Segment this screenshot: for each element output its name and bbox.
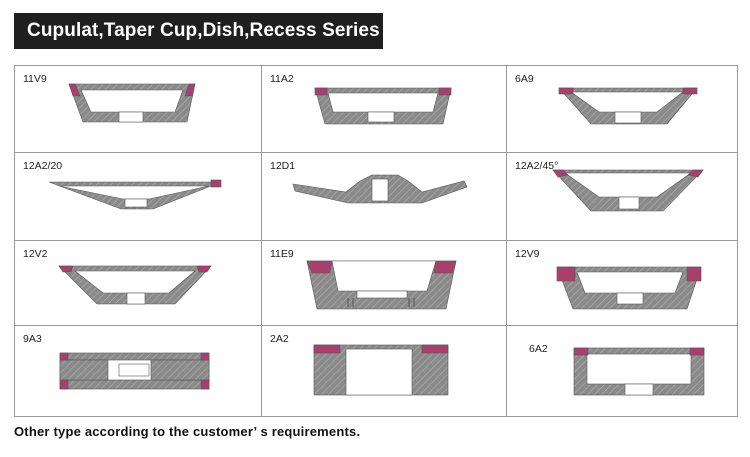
wheel-cross-section [59, 352, 210, 390]
wheel-type-cell: 12A2/45° [507, 153, 739, 240]
abrasive-rim [682, 87, 698, 95]
wheel-bore [118, 363, 150, 377]
abrasive-rim [552, 169, 569, 178]
wheel-bore [624, 383, 654, 396]
wheel-body [59, 359, 109, 381]
wheel-bore [371, 178, 389, 202]
wheel-body [150, 359, 210, 381]
wheel-cross-section [68, 83, 196, 123]
abrasive-rim [421, 344, 449, 354]
wheel-type-cell: 12D1 [262, 153, 506, 240]
wheel-type-cell: 9A3 [15, 326, 261, 416]
wheel-type-cell: 11A2 [262, 66, 506, 152]
abrasive-rim [314, 87, 328, 96]
wheel-cross-section [306, 260, 457, 310]
wheel-type-grid: 11V9 11A2 6A9 12A2/20 12D1 12A2/45° 12V2 11E9 12… [14, 65, 738, 417]
wheel-bore [356, 290, 408, 299]
abrasive-rim [210, 179, 222, 188]
abrasive-rim [196, 265, 212, 273]
wheel-type-label: 6A9 [515, 73, 534, 85]
wheel-cup-recess [331, 260, 437, 292]
wheel-type-label: 12A2/20 [23, 160, 63, 172]
abrasive-rim [68, 83, 81, 97]
wheel-type-cell: 12A2/20 [15, 153, 261, 240]
abrasive-rim [433, 260, 457, 274]
abrasive-rim [59, 352, 69, 361]
abrasive-rim [58, 265, 74, 273]
grid-divider [261, 66, 262, 416]
wheel-cross-section [552, 169, 704, 212]
wheel-type-cell: 12V9 [507, 241, 739, 325]
wheel-cross-section [556, 266, 702, 310]
wheel-cross-section [48, 179, 222, 210]
wheel-bore [616, 292, 644, 305]
abrasive-rim [184, 83, 196, 97]
wheel-bore [124, 198, 148, 208]
wheel-type-label: 2A2 [270, 333, 289, 345]
wheel-bore [126, 292, 146, 305]
wheel-bore [345, 348, 413, 396]
abrasive-rim [558, 87, 574, 95]
wheel-cup-recess [327, 92, 439, 113]
abrasive-rim [200, 352, 210, 361]
grid-divider [15, 240, 737, 241]
grid-divider [15, 325, 737, 326]
wheel-cup-recess [570, 91, 684, 113]
abrasive-rim [59, 379, 69, 390]
wheel-cup-recess [80, 89, 184, 113]
abrasive-rim [573, 347, 589, 356]
wheel-type-cell: 6A2 [507, 326, 739, 416]
grid-divider [15, 152, 737, 153]
wheel-type-cell: 2A2 [262, 326, 506, 416]
wheel-type-label: 11A2 [270, 73, 294, 85]
title-banner: Cupulat,Taper Cup,Dish,Recess Series [14, 13, 383, 49]
abrasive-rim [313, 344, 341, 354]
wheel-type-cell: 6A9 [507, 66, 739, 152]
wheel-bore [118, 111, 144, 123]
wheel-type-label: 12D1 [270, 160, 296, 172]
wheel-bore [367, 111, 395, 123]
abrasive-rim [689, 347, 705, 356]
wheel-cup-recess [564, 172, 692, 198]
wheel-cross-section [314, 87, 452, 125]
wheel-bore [618, 196, 640, 210]
wheel-cup-recess [58, 185, 210, 200]
abrasive-rim [306, 260, 333, 274]
wheel-type-cell: 12V2 [15, 241, 261, 325]
wheel-cross-section [573, 347, 705, 396]
wheel-type-label: 9A3 [23, 333, 42, 345]
wheel-type-label: 11V9 [23, 73, 47, 85]
footer-note: Other type according to the customer’ s … [14, 424, 361, 439]
wheel-cup-recess [576, 271, 684, 294]
wheel-type-cell: 11V9 [15, 66, 261, 152]
abrasive-rim [438, 87, 452, 96]
wheel-cross-section [558, 87, 698, 125]
wheel-cross-section [58, 265, 212, 305]
wheel-cross-section [292, 174, 468, 204]
wheel-type-cell: 11E9 [262, 241, 506, 325]
wheel-cross-section [313, 344, 449, 396]
wheel-cup-recess [74, 270, 196, 294]
abrasive-rim [687, 169, 704, 178]
abrasive-rim [686, 266, 702, 282]
wheel-type-label: 6A2 [529, 343, 548, 355]
abrasive-rim [200, 379, 210, 390]
wheel-bore [614, 111, 642, 124]
abrasive-rim [556, 266, 576, 282]
wheel-type-label: 12V9 [515, 248, 540, 260]
wheel-type-label: 12A2/45° [515, 160, 559, 172]
page-title: Cupulat,Taper Cup,Dish,Recess Series [27, 20, 380, 41]
wheel-cup-recess [586, 353, 692, 385]
wheel-type-label: 11E9 [270, 248, 294, 260]
grid-divider [506, 66, 507, 416]
wheel-type-label: 12V2 [23, 248, 48, 260]
